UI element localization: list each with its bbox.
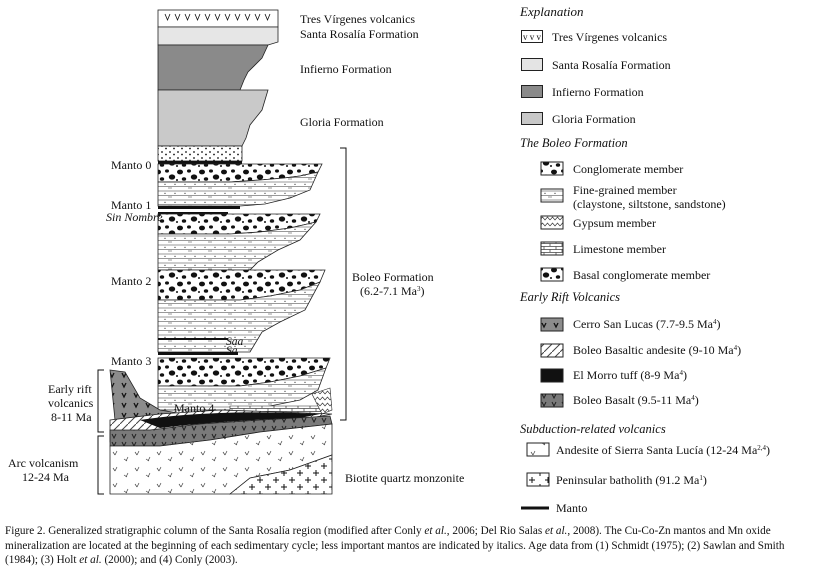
legend-infierno: Infierno Formation: [552, 85, 644, 99]
legend-basaltic-andesite: Boleo Basaltic andesite (9-10 Ma4): [573, 343, 742, 357]
legend-subduction-header: Subduction-related volcanics: [520, 422, 666, 436]
legend-rift-header: Early Rift Volcanics: [520, 290, 620, 304]
boleo-bracket: [340, 147, 347, 421]
legend-swatches-boleo: [521, 161, 564, 510]
legend-fine-grained-2: (claystone, siltstone, sandstone): [573, 197, 726, 211]
legend-batholith: Peninsular batholith (91.2 Ma1): [556, 473, 707, 487]
label-boleo-age: (6.2-7.1 Ma3): [360, 284, 425, 298]
swatch-gloria: [521, 112, 543, 125]
label-early-rift-3: 8-11 Ma: [51, 410, 92, 424]
label-gloria: Gloria Formation: [300, 115, 384, 129]
label-manto-2: Manto 2: [111, 274, 152, 288]
label-saa: Saa: [226, 336, 244, 348]
label-manto-1: Manto 1: [111, 198, 152, 212]
early-rift-bracket: [97, 369, 104, 433]
santa-rosalia-layer: [157, 26, 279, 46]
label-early-rift-1: Early rift: [48, 382, 92, 396]
label-infierno: Infierno Formation: [300, 62, 392, 76]
legend-andesite: Andesite of Sierra Santa Lucía (12-24 Ma…: [556, 443, 771, 457]
figure-caption: Figure 2. Generalized stratigraphic colu…: [5, 525, 785, 566]
legend-gloria: Gloria Formation: [552, 112, 636, 126]
legend-el-morro: El Morro tuff (8-9 Ma4): [573, 368, 687, 382]
legend-title: Explanation: [520, 4, 584, 19]
legend-manto: Manto: [556, 501, 588, 515]
label-boleo-formation: Boleo Formation: [352, 270, 434, 284]
label-santa-rosalia: Santa Rosalía Formation: [300, 27, 419, 41]
batholith-layer: [228, 454, 333, 495]
legend-basal-conglomerate: Basal conglomerate member: [573, 268, 711, 282]
label-biotite: Biotite quartz monzonite: [345, 471, 465, 485]
label-manto-0: Manto 0: [111, 158, 152, 172]
legend-conglomerate: Conglomerate member: [573, 162, 684, 176]
label-early-rift-2: volcanics: [48, 396, 94, 410]
legend-boleo-basalt: Boleo Basalt (9.5-11 Ma4): [573, 393, 699, 407]
label-arc-volcanism: Arc volcanism: [8, 456, 79, 470]
legend-gypsum: Gypsum member: [573, 216, 656, 230]
label-arc-age: 12-24 Ma: [22, 470, 69, 484]
stratigraphic-column: [97, 9, 347, 495]
swatch-santa-rosalia: [521, 58, 543, 71]
label-sin-nombre: Sin Nombre: [106, 210, 163, 224]
legend-boleo-header: The Boleo Formation: [520, 136, 628, 150]
legend-tres-virgenes: Tres Vírgenes volcanics: [552, 30, 668, 44]
arc-bracket: [97, 435, 104, 495]
legend-limestone: Limestone member: [573, 242, 666, 256]
label-manto-4: Manto 4: [174, 401, 215, 415]
legend-cerro-san-lucas: Cerro San Lucas (7.7-9.5 Ma4): [573, 317, 721, 331]
swatch-tres-virgenes: v v v: [521, 30, 543, 43]
label-sa: Sa: [226, 345, 238, 357]
tres-virgenes-v-marks: [164, 13, 271, 22]
swatch-infierno: [521, 85, 543, 98]
early-rift-volcanics: [109, 369, 333, 447]
label-tres-virgenes: Tres Vírgenes volcanics: [300, 12, 416, 26]
legend-santa-rosalia: Santa Rosalía Formation: [552, 58, 671, 72]
legend-fine-grained: Fine-grained member: [573, 183, 677, 197]
label-manto-3: Manto 3: [111, 354, 152, 368]
